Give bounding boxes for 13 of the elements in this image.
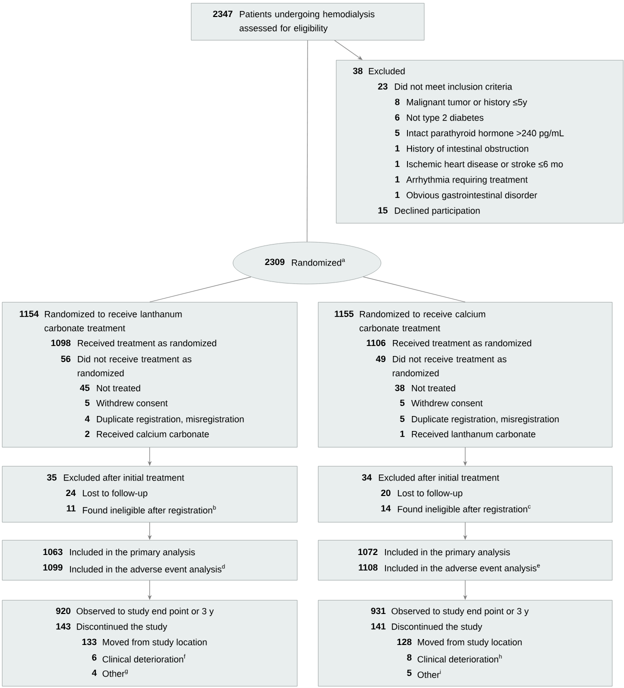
flow-box: 35 Excluded after initial treatment 24 Lost to follow-up 11 Found ineligible after registration$^{b}$ [2,466,298,522]
flow-box: 1155 Randomized to receive calcium carbonate treatment 1106 Received treatment as randomized 49 Did not receive treatment as randomized 38 Not treated 5 Withdrew consent 5 Duplicate registration, misregistration 1 Received lanthanum carbonate [318,302,612,448]
flow-box: 1154 Randomized to receive lanthanum carbonate treatment 1098 Received treatment as randomized 56 Did not receive treatment as randomized 45 Not treated 5 Withdrew consent 4 Duplicate registration, misregistration 2 Received calcium carbonate [2,302,298,448]
flow-box: 931 Observed to study end point or 3 y 141 Discontinued the study 128 Moved from study location 8 Clinical deterioration$^{h}$ 5 Other$^{i}$ [318,600,612,686]
flow-box: 2347 Patients undergoing hemodialysis assessed for eligibility [191,3,424,40]
flow-box: 38 Excluded 23 Did not meet inclusion criteria 8 Malignant tumor or history ≤5y 6 Not type 2 diabetes 5 Intact parathyroid hormone >240 pg/mL 1 History of intestinal obstruction 1 Ischemic heart disease or stroke ≤6 mo 1 Arrhythmia requiring treatment 1 Obvious gastrointestinal disorder 15 Declined participation [336,60,624,224]
flow-box: 1072 Included in the primary analysis 1108 Included in the adverse event analysis$^{e}$ [318,540,612,580]
flow-box: 1063 Included in the primary analysis 1099 Included in the adverse event analysis$^{d}$ [2,540,298,580]
connector-line [149,276,252,302]
flow-box: 34 Excluded after initial treatment 20 Lost to follow-up 14 Found ineligible after registration$^{c}$ [318,466,612,522]
connector-line [362,276,466,302]
flow-box: 920 Observed to study end point or 3 y 143 Discontinued the study 133 Moved from study location 6 Clinical deterioration$^{f}$ 4 Other$^{g}$ [2,600,298,686]
connector-line [306,40,308,242]
